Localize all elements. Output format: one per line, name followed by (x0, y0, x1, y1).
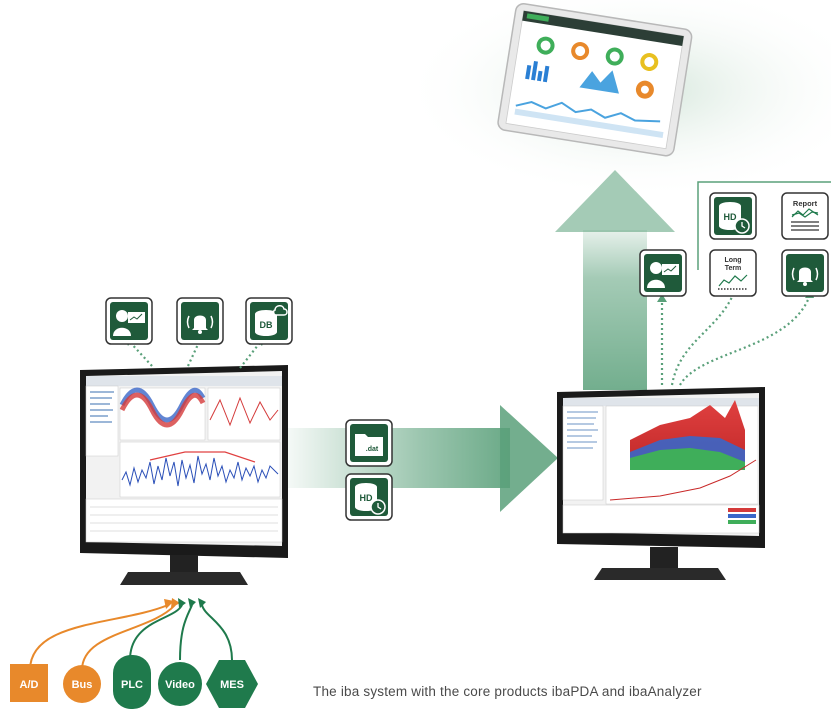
source-ad: A/D (10, 664, 48, 702)
right-output-arrows (660, 289, 812, 386)
upload-arrow (555, 170, 675, 390)
source-video-label: Video (165, 679, 195, 691)
long-label: Long (724, 257, 741, 264)
right-monitor (557, 387, 765, 580)
source-lines (29, 604, 233, 671)
left-output-arrows (127, 339, 263, 369)
hd-label-right: HD (724, 212, 737, 222)
source-plc: PLC (113, 655, 151, 709)
report-label: Report (793, 199, 818, 208)
tablet (497, 2, 693, 157)
person-chart-icon-left (105, 297, 153, 345)
figure-caption: The iba system with the core products ib… (313, 684, 702, 699)
dat-label: .dat (366, 446, 379, 453)
icon-group-bracket (697, 181, 831, 270)
source-mes: MES (206, 660, 258, 708)
tablet-dashboard (514, 36, 664, 139)
person-chart-icon-right (639, 249, 687, 297)
source-bus: Bus (63, 665, 101, 703)
db-label: DB (260, 320, 273, 330)
hd-label-middle: HD (360, 493, 373, 503)
transfer-arrow (285, 405, 558, 512)
database-cloud-icon: DB (245, 297, 293, 345)
hd-database-icon-right: HD (709, 192, 757, 240)
hd-database-icon-middle: HD (345, 473, 393, 521)
source-bus-label: Bus (72, 679, 93, 691)
left-monitor (80, 365, 288, 585)
dat-file-icon: .dat (345, 419, 393, 467)
alarm-bell-icon-left (176, 297, 224, 345)
report-icon: Report (781, 192, 829, 240)
term-label: Term (725, 265, 742, 272)
source-video: Video (158, 662, 202, 706)
source-arrowheads (164, 598, 206, 609)
source-plc-label: PLC (121, 679, 143, 691)
source-ad-label: A/D (20, 679, 39, 691)
alarm-bell-icon-right (781, 249, 829, 297)
source-mes-label: MES (220, 679, 244, 691)
long-term-icon: Long Term (709, 249, 757, 297)
